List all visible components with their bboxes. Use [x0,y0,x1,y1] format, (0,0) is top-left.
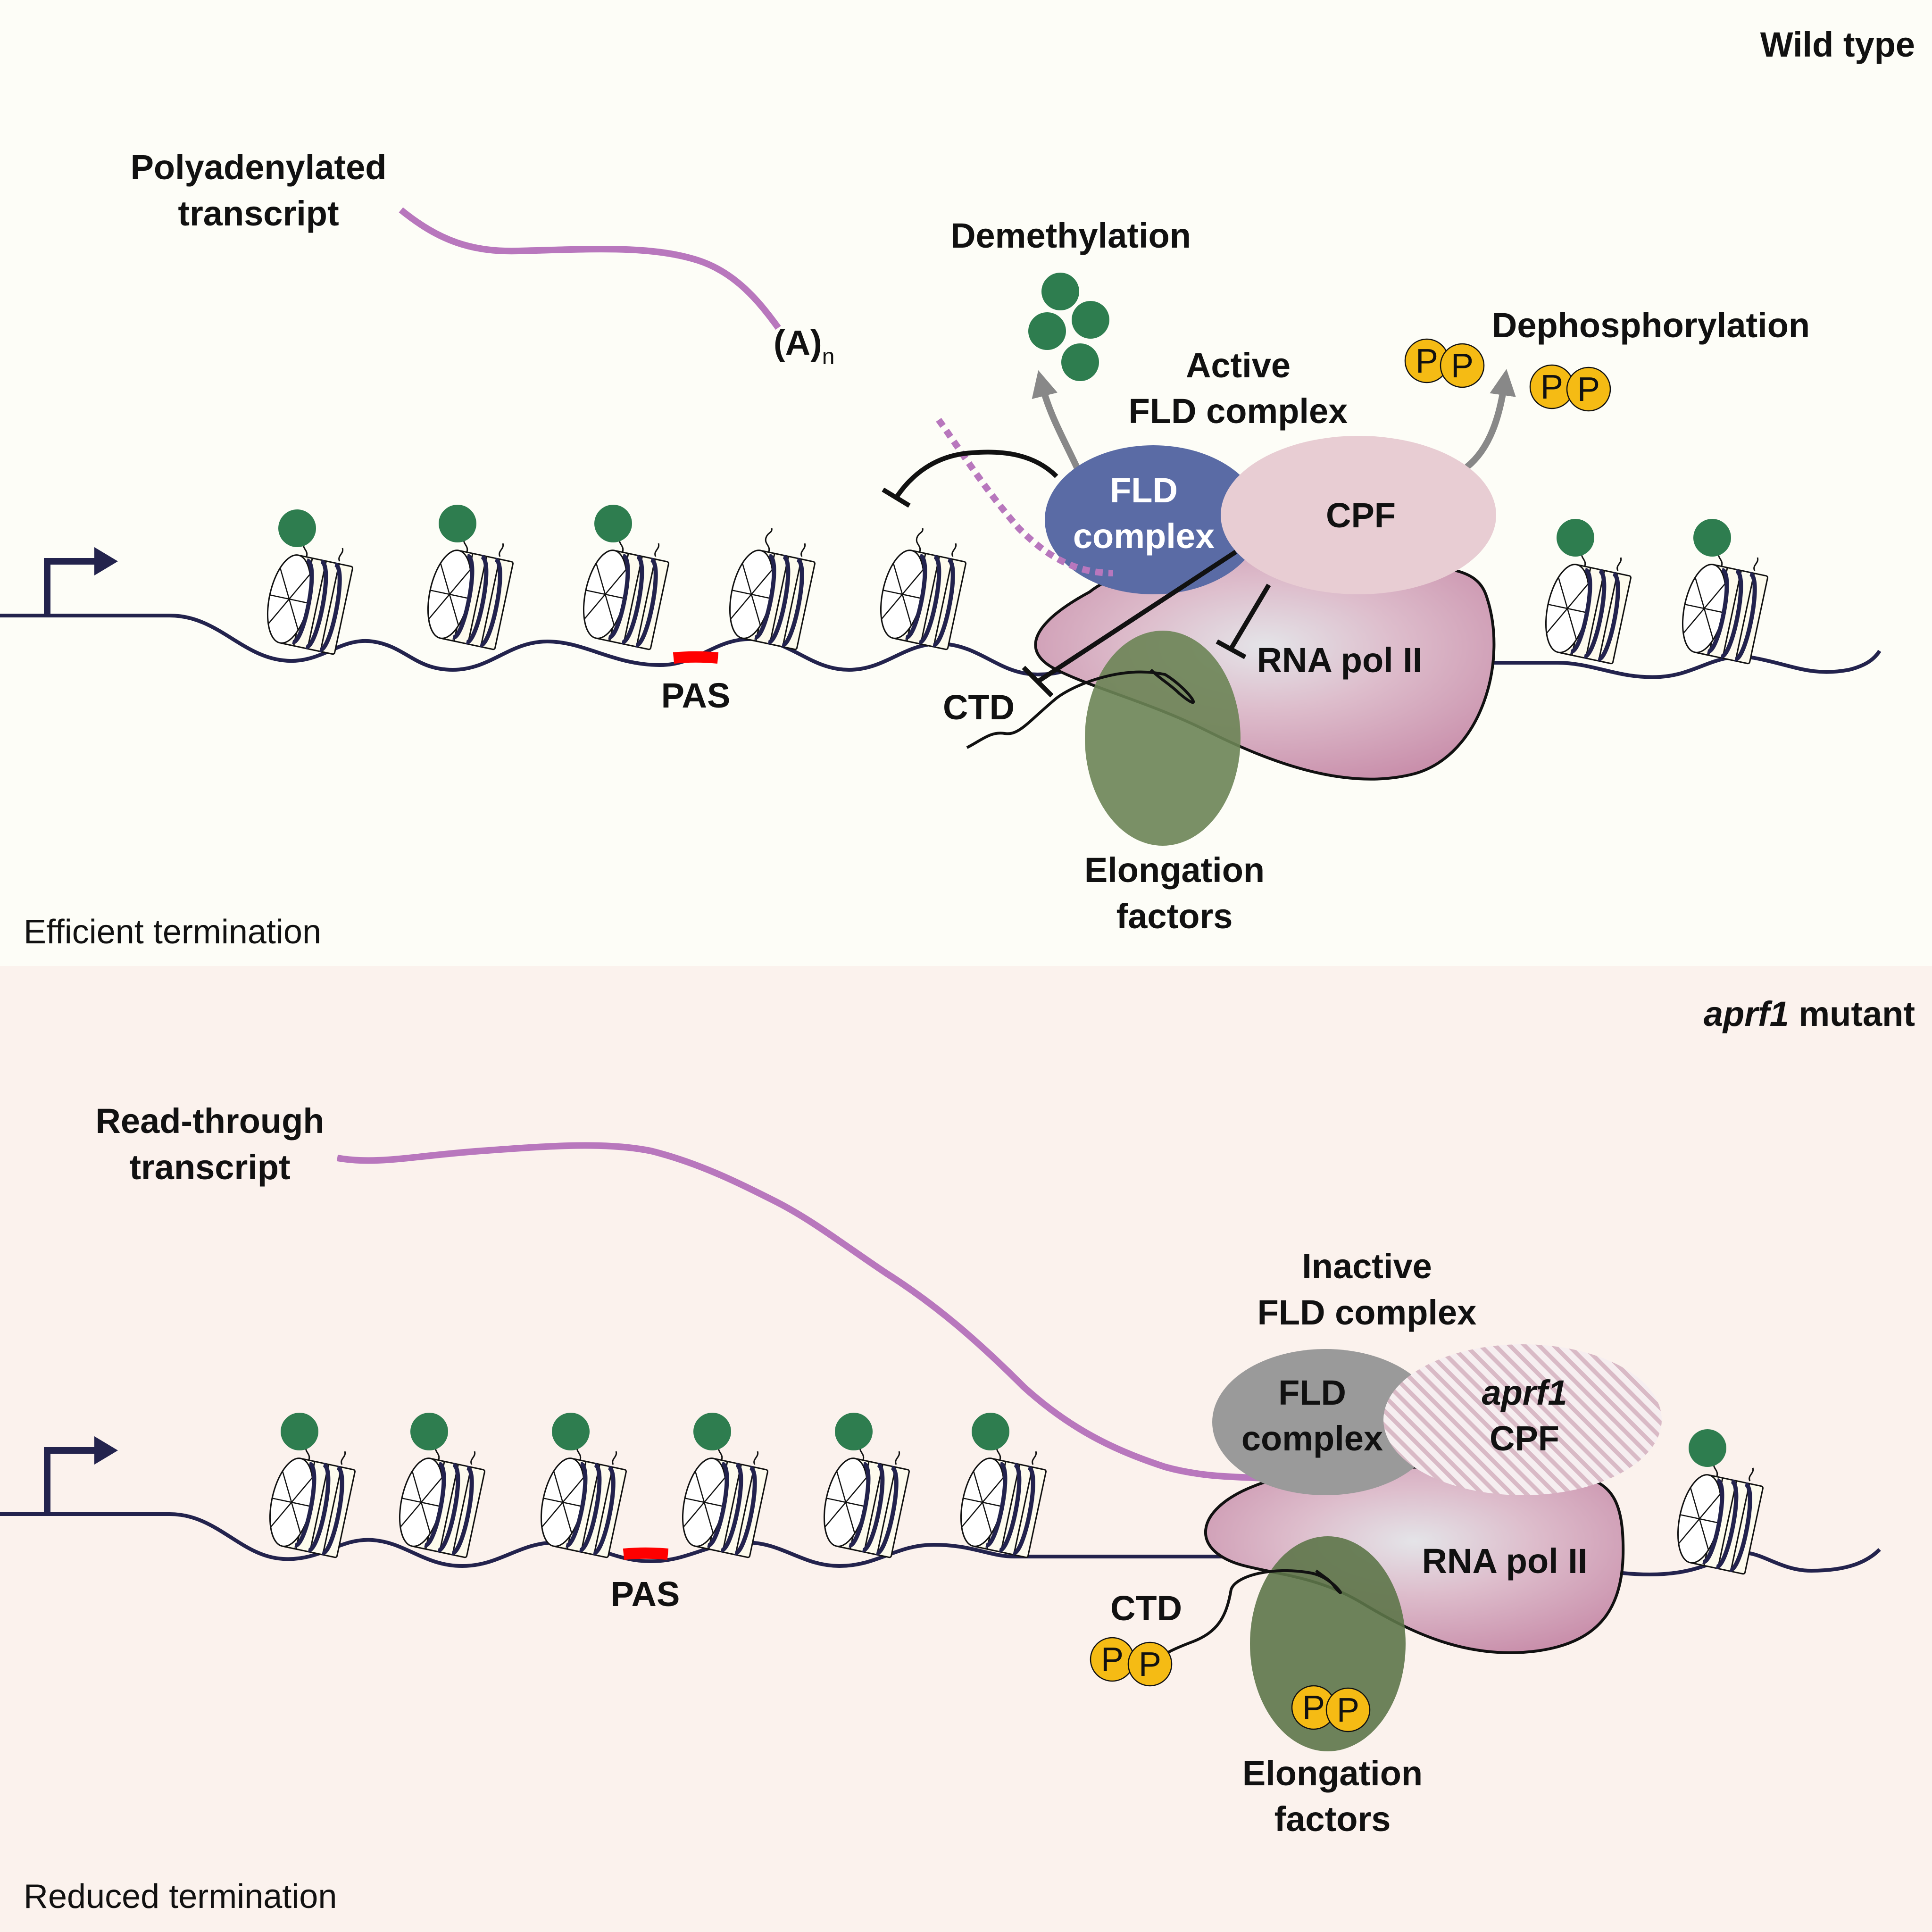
elongation-factors [1085,631,1241,846]
mutant-panel: aprf1 mutant Read-through transcript PAS… [0,994,1915,1915]
svg-text:P: P [1451,347,1474,385]
aprf1-cpf-label-line2: CPF [1490,1419,1559,1458]
ctd-tail [966,668,1195,749]
fld-complex-active [1045,445,1262,594]
nucleosome-methylated-5 [1675,519,1768,664]
mutant-dna-strand [0,1512,1236,1568]
svg-text:P: P [1416,342,1438,380]
mutant-pas-label: PAS [611,1574,680,1614]
inhibition-arrow-nucleosome [894,450,1058,499]
mutant-promoter-arrowhead-icon [94,1436,118,1465]
released-methyl-groups [1028,273,1109,381]
svg-text:P: P [1139,1646,1161,1683]
mutant-fld-label-line2: complex [1241,1419,1383,1458]
demethylation-arrow [1032,370,1081,471]
mutant-nucleosome-2 [392,1413,485,1557]
ctd-phosphates: P P [1090,1637,1173,1687]
nucleosome-methylated-2 [421,505,513,650]
active-complex-title-line1: Active [1186,346,1291,385]
inhibition-arrow-ctd [1036,550,1237,684]
read-through-transcript [336,1142,1269,1482]
mutant-elongation-phosphates: P P [1291,1685,1371,1732]
nucleosome-methylated-4 [1539,519,1631,664]
aprf1-cpf-label-line1: aprf1 [1482,1373,1567,1412]
polya-tail-label: (A)n [774,323,834,369]
svg-text:P: P [1577,371,1600,408]
mutant-nucleosome-1 [263,1413,355,1557]
nucleosome-methylated-1 [260,509,353,654]
promoter-arrow-icon [44,558,94,616]
svg-text:P: P [1337,1691,1359,1729]
mutant-ctd-label: CTD [1110,1589,1182,1628]
nucleosome-methylated-3 [576,505,669,650]
readthrough-label-line2: transcript [129,1148,290,1187]
mutant-dna-strand-downstream [1622,1548,1881,1577]
transcript-label-line2: transcript [178,194,339,233]
dna-strand-downstream [1443,650,1882,679]
pas-label: PAS [661,676,731,715]
nucleosome-demethylated-2 [874,528,966,650]
inactive-complex-title-line1: Inactive [1302,1247,1432,1286]
fld-label-line2: complex [1073,516,1215,556]
fld-complex-inactive [1212,1349,1439,1495]
mutant-promoter-arrow-icon [44,1447,94,1514]
inactive-complex-title-line2: FLD complex [1257,1293,1477,1332]
mutant-title: aprf1 mutant [1704,994,1915,1033]
ctd-label: CTD [943,688,1015,727]
dephosphorylation-arrow [1465,369,1516,470]
released-phosphates-b: P P [1529,364,1611,412]
mutant-nucleosome-5 [817,1413,909,1557]
cpf-label: CPF [1326,496,1396,535]
dephosphorylation-label: Dephosphorylation [1492,306,1810,345]
mutant-elongation-label-line1: Elongation [1242,1754,1423,1793]
mutant-nucleosome-3 [534,1413,626,1557]
mutant-ctd-tail [1155,1569,1342,1662]
wild-type-caption: Efficient termination [24,913,321,951]
polyadenylated-transcript [399,207,781,330]
nucleosome-demethylated-1 [723,528,815,650]
wild-type-panel: Wild type Polyadenylated transcript (A)n… [0,25,1915,951]
mutant-pas-site [623,1547,669,1560]
nascent-rna-dotted [936,417,1114,576]
aprf1-cpf [1383,1344,1662,1495]
wild-type-panel-background [0,0,1932,966]
fld-label-line1: FLD [1110,471,1178,510]
elongation-label-line2: factors [1116,897,1233,936]
svg-text:P: P [1302,1689,1325,1727]
wild-type-title: Wild type [1760,25,1915,64]
elongation-label-line1: Elongation [1084,850,1265,890]
pas-site [673,651,719,664]
mutant-nucleosome-6 [954,1413,1046,1557]
released-phosphates-a: P P [1404,338,1485,388]
mutant-elongation-label-line2: factors [1274,1799,1391,1839]
readthrough-label-line1: Read-through [95,1101,324,1141]
mutant-nucleosome-4 [675,1413,768,1557]
mutant-elongation-factors [1250,1536,1406,1751]
transcript-label-line1: Polyadenylated [131,148,387,187]
rna-pol-ii-label: RNA pol II [1257,641,1423,680]
svg-text:P: P [1101,1641,1124,1679]
demethylation-label: Demethylation [950,216,1191,255]
mutant-rna-pol-ii-label: RNA pol II [1422,1541,1588,1581]
promoter-arrowhead-icon [94,547,118,575]
mutant-caption: Reduced termination [24,1878,337,1915]
active-complex-title-line2: FLD complex [1129,391,1348,431]
cpf [1221,436,1496,594]
mutant-fld-label-line1: FLD [1278,1373,1346,1412]
inhibition-arrow-polii [1229,583,1271,650]
svg-text:P: P [1541,368,1563,406]
mutant-nucleosome-7 [1671,1429,1763,1574]
